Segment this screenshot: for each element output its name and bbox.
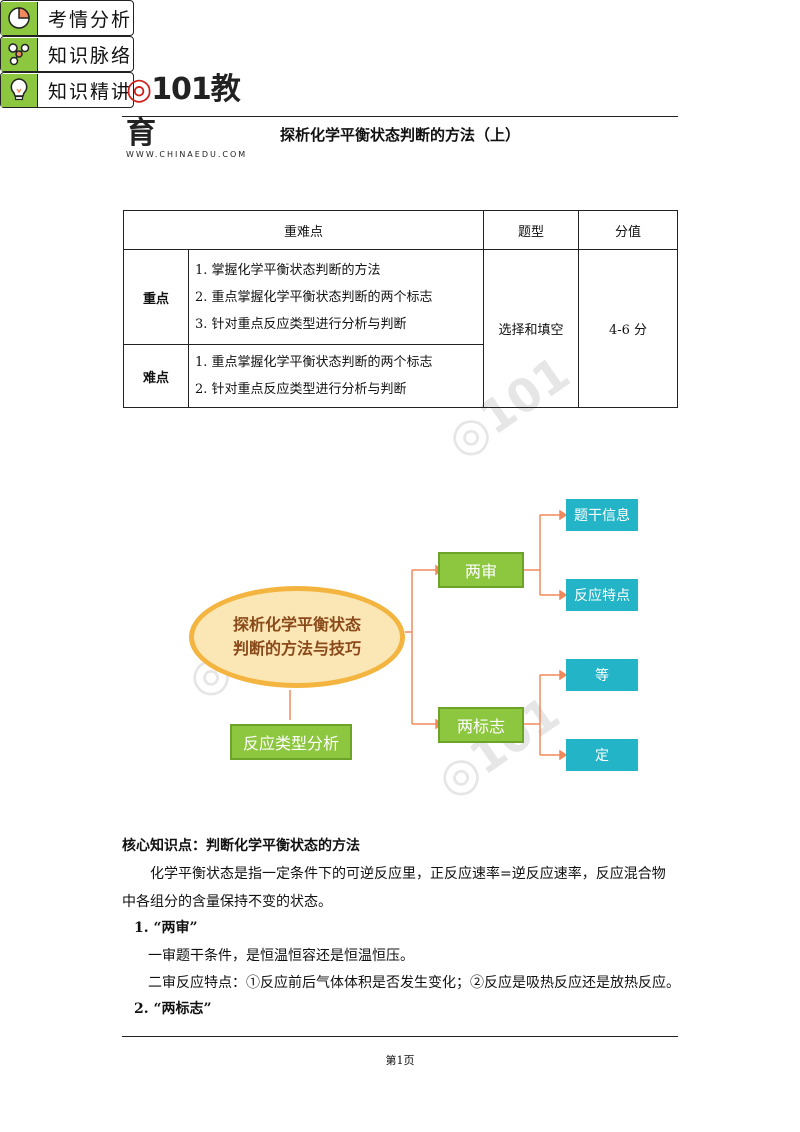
subheading: 2. “两标志” [134, 1001, 212, 1017]
question-type: 选择和填空 [483, 249, 579, 408]
page-title: 探析化学平衡状态判断的方法（上） [279, 126, 520, 144]
list-item: 1. 重点掌握化学平衡状态判断的两个标志 [195, 355, 433, 370]
section-title: 知识精讲 [48, 80, 133, 103]
mindmap-leaf: 反应特点 [566, 579, 638, 611]
mindmap-leaf: 等 [566, 659, 638, 691]
table-header-cell: 重难点 [123, 210, 484, 250]
content-heading: 核心知识点：判断化学平衡状态的方法 [122, 838, 360, 854]
row-items: 1. 重点掌握化学平衡状态判断的两个标志 2. 针对重点反应类型进行分析与判断 [188, 344, 484, 408]
list-item: 2. 针对重点反应类型进行分析与判断 [195, 382, 407, 397]
row-label: 重点 [123, 249, 189, 345]
lightbulb-icon [1, 73, 38, 107]
score-value: 4-6 分 [578, 249, 678, 408]
list-item: 3. 针对重点反应类型进行分析与判断 [195, 316, 407, 332]
logo-subtitle: WWW.CHINAEDU.COM [126, 150, 248, 159]
mindmap-leaf: 定 [566, 739, 638, 771]
section-title: 考情分析 [48, 8, 133, 31]
section-header-lecture: 知识精讲 [0, 72, 134, 108]
logo-text: 101教育 [126, 72, 241, 151]
section-header-analysis: 考情分析 [0, 0, 134, 36]
table-header-cell: 题型 [483, 210, 579, 250]
paragraph-line: 中各组分的含量保持不变的状态。 [122, 894, 332, 910]
table-header-row: 重难点 题型 分值 [123, 210, 678, 250]
footer-rule [122, 1036, 678, 1037]
subheading: 1. “两审” [134, 920, 198, 936]
logo-mark: ◎ [126, 72, 152, 107]
network-icon [1, 37, 38, 71]
table-row: 重点 1. 掌握化学平衡状态判断的方法 2. 重点掌握化学平衡状态判断的两个标志… [123, 249, 678, 408]
paragraph-line: 二审反应特点：①反应前后气体体积是否发生变化；②反应是吸热反应还是放热反应。 [148, 975, 680, 991]
row-label: 难点 [123, 344, 189, 408]
section-title: 知识脉络 [48, 44, 133, 67]
center-line: 探析化学平衡状态 [232, 615, 361, 634]
header-rule [122, 116, 678, 117]
list-item: 1. 掌握化学平衡状态判断的方法 [195, 262, 381, 278]
table-row: 难点 1. 重点掌握化学平衡状态判断的两个标志 2. 针对重点反应类型进行分析与… [123, 344, 678, 408]
table-header-cell: 分值 [578, 210, 678, 250]
mindmap-node-two-signs: 两标志 [438, 707, 524, 743]
list-item: 2. 重点掌握化学平衡状态判断的两个标志 [195, 289, 433, 305]
mindmap-node-reaction-types: 反应类型分析 [230, 724, 352, 760]
center-line: 判断的方法与技巧 [232, 639, 361, 658]
row-items: 1. 掌握化学平衡状态判断的方法 2. 重点掌握化学平衡状态判断的两个标志 3.… [188, 249, 484, 345]
page-number: 第1页 [385, 1054, 415, 1067]
mindmap-node-two-checks: 两审 [438, 552, 524, 588]
logo: ◎101教育 WWW.CHINAEDU.COM [126, 64, 256, 159]
exam-analysis-table: 重难点 题型 分值 重点 1. 掌握化学平衡状态判断的方法 2. 重点掌握化学平… [123, 210, 678, 408]
mindmap-center-node: 探析化学平衡状态判断的方法与技巧 [189, 586, 405, 688]
mindmap-leaf: 题干信息 [566, 499, 638, 531]
pie-chart-icon [1, 1, 38, 35]
paragraph-line: 化学平衡状态是指一定条件下的可逆反应里，正反应速率=逆反应速率，反应混合物 [150, 866, 666, 882]
paragraph-line: 一审题干条件，是恒温恒容还是恒温恒压。 [148, 948, 414, 964]
section-header-knowledge-map: 知识脉络 [0, 36, 134, 72]
